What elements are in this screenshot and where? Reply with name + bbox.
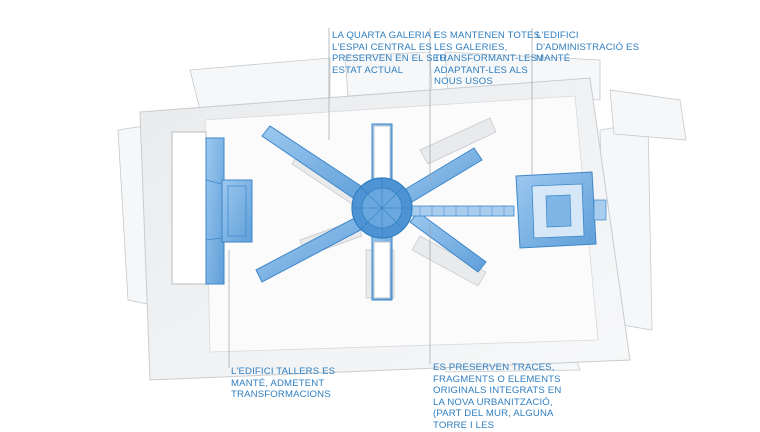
annotation-quarta-galeria: LA QUARTA GALERIA I L'ESPAI CENTRAL ES P… (332, 30, 447, 76)
annotation-traces: ES PRESERVEN TRACES, FRAGMENTS O ELEMENT… (433, 362, 562, 431)
central-hall (351, 177, 413, 239)
gallery-roofs (373, 125, 391, 299)
administration-building (515, 171, 607, 249)
annotation-administracio: L'EDIFICI D'ADMINISTRACIÓ ES MANTÉ (536, 30, 640, 65)
block-far-right (609, 89, 687, 141)
leader-lines (228, 28, 533, 368)
corridor-to-administration (409, 205, 515, 217)
tallers-building (171, 131, 253, 285)
annotation-tallers: L'EDIFICI TALLERS ES MANTÉ, ADMETENT TRA… (231, 366, 336, 401)
annotation-galeries: ES MANTENEN TOTES LES GALERIES, TRANSFOR… (434, 30, 543, 88)
